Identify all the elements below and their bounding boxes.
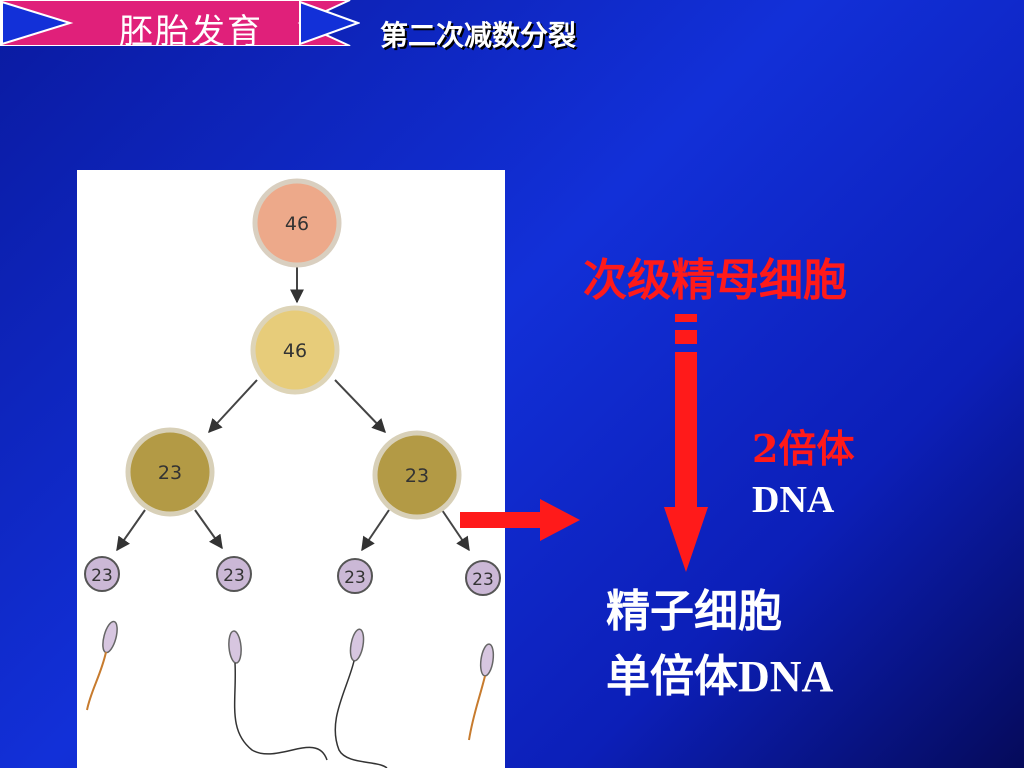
cell-left — [125, 427, 215, 517]
label-diploid: 2倍体 — [752, 426, 855, 471]
cell-top-label: 46 — [285, 213, 309, 235]
label-haploid-dna: 单倍体DNA — [606, 640, 833, 704]
banner-text: 胚胎发育 — [119, 12, 263, 52]
header-banner: 胚胎发育 — [0, 0, 361, 52]
cell-top — [252, 178, 342, 268]
arrow-left-s1 — [116, 509, 146, 552]
sperm-cell-2 — [216, 556, 252, 592]
sperm-cell-1 — [84, 556, 120, 592]
sperm-cell-1-label: 23 — [91, 566, 113, 586]
cell-secondary-label: 46 — [283, 340, 307, 362]
slide-title: 第二次减数分裂 — [380, 19, 577, 52]
cell-right-label: 23 — [405, 465, 429, 487]
label-secondary-spermatocyte: 次级精母细胞 — [583, 255, 847, 306]
sperm-cell-4 — [465, 560, 501, 596]
arrow-secondary-right — [334, 379, 386, 434]
sperm-cell-3 — [337, 558, 373, 594]
sperm-cell-4-label: 23 — [472, 570, 494, 590]
label-dna: DNA — [752, 479, 835, 521]
arrow-right-s3 — [361, 509, 390, 552]
spermatozoon-4 — [468, 643, 495, 741]
meiosis-diagram: 46 46 23 23 23 23 23 23 — [84, 178, 501, 768]
cell-right — [372, 430, 462, 520]
label-haploid-dna-suffix: DNA — [738, 652, 834, 701]
meiosis-figure: 46 46 23 23 23 23 23 23 — [77, 170, 505, 768]
cell-left-label: 23 — [158, 462, 182, 484]
cell-secondary — [250, 305, 340, 395]
banner-arrow-shape — [0, 0, 361, 47]
spermatozoon-1 — [86, 620, 118, 711]
label-haploid-prefix: 单倍体 — [606, 651, 738, 702]
spermatozoon-2 — [228, 630, 328, 761]
label-sperm-cell: 精子细胞 — [606, 586, 782, 637]
sperm-cell-3-label: 23 — [344, 568, 366, 588]
sperm-cell-2-label: 23 — [223, 566, 245, 586]
right-arrow-icon — [460, 499, 580, 541]
spermatozoon-3 — [334, 628, 388, 768]
down-arrow-icon — [664, 314, 708, 572]
arrow-secondary-left — [208, 379, 258, 434]
arrow-right-s4 — [441, 509, 470, 552]
arrow-left-s2 — [194, 509, 223, 550]
